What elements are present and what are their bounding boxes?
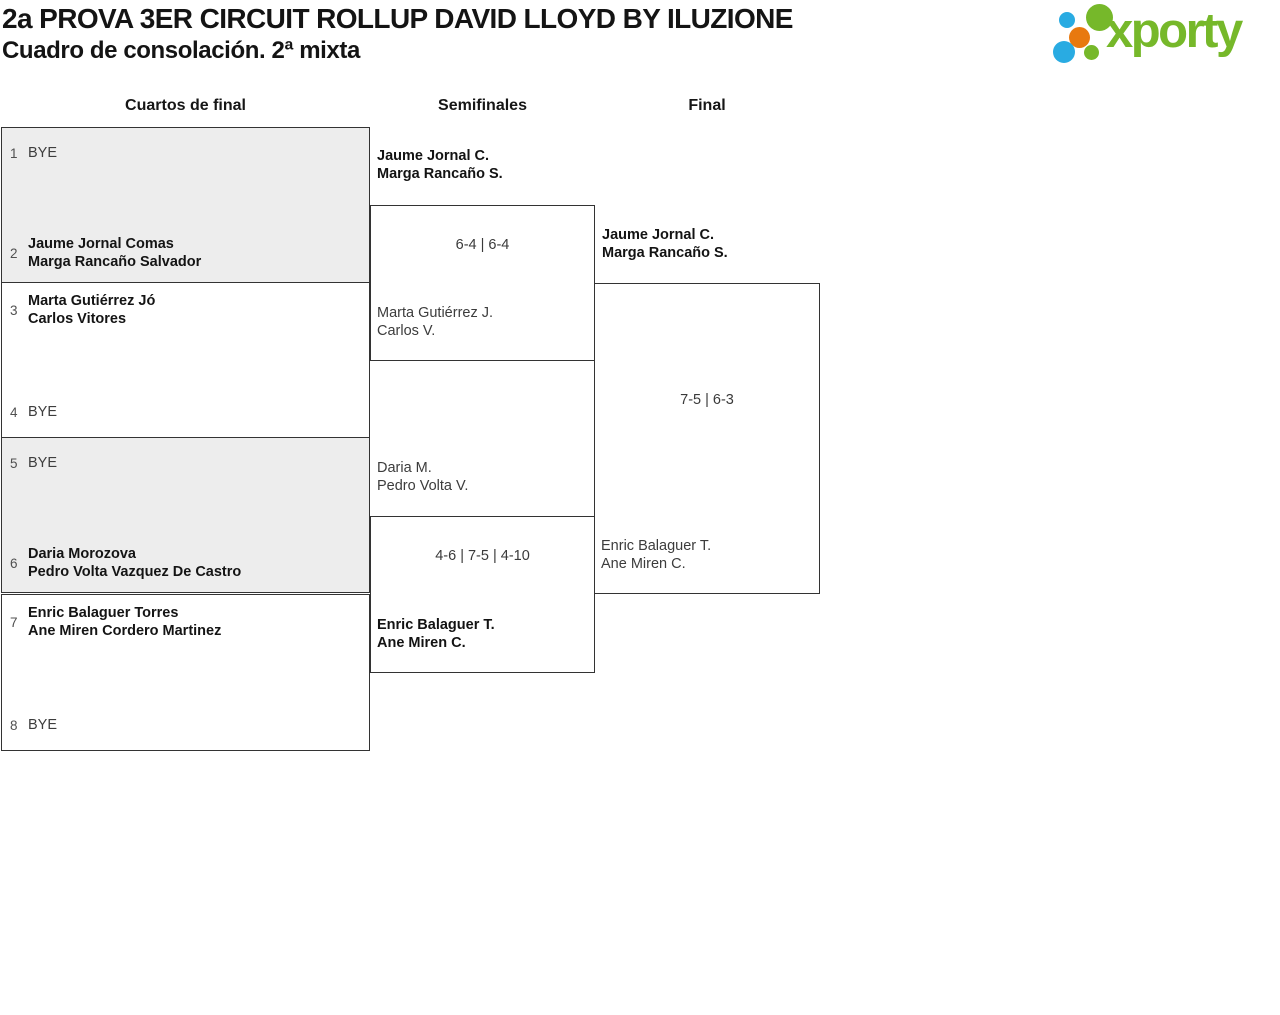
player-name: Carlos Vitores [28, 311, 127, 327]
match-qf3[interactable]: 5 BYE 6 Daria Morozova Pedro Volta Vazqu… [1, 437, 370, 593]
logo-dot-green-small-icon [1084, 45, 1099, 60]
player-name: Jaume Jornal C. [377, 148, 490, 164]
advancing-team-final-bottom: Enric Balaguer T. Ane Miren C. [601, 537, 711, 573]
team-name: Marta Gutiérrez Jó Carlos Vitores [28, 292, 155, 328]
advancing-team-sf1-bottom: Marta Gutiérrez J. Carlos V. [377, 304, 493, 340]
player-name: Marga Rancaño Salvador [28, 254, 202, 270]
bracket-entry-seed4: 4 BYE [2, 404, 369, 420]
bye-label: BYE [28, 145, 58, 161]
bracket-entry-seed5: 5 BYE [2, 455, 369, 471]
player-name: Carlos V. [377, 323, 436, 339]
advancing-team-sf2-bottom: Enric Balaguer T. Ane Miren C. [377, 616, 495, 652]
logo-dot-blue-small-icon [1059, 12, 1075, 28]
player-name: Marga Rancaño S. [602, 245, 728, 261]
match-sf1[interactable]: 6-4 | 6-4 Marta Gutiérrez J. Carlos V. [370, 205, 595, 361]
team-name: Enric Balaguer Torres Ane Miren Cordero … [28, 604, 221, 640]
tournament-title: 2a PROVA 3ER CIRCUIT ROLLUP DAVID LLOYD … [2, 3, 793, 34]
player-name: Ane Miren C. [377, 635, 466, 651]
player-name: Pedro Volta Vazquez De Castro [28, 564, 242, 580]
player-name: Marta Gutiérrez J. [377, 305, 494, 321]
round-header-semifinals: Semifinales [438, 97, 527, 114]
player-name: Daria M. [377, 460, 432, 476]
logo-dot-blue-large-icon [1053, 41, 1075, 63]
bracket-entry-seed1: 1 BYE [2, 145, 369, 161]
advancing-team-sf2-top: Daria M. Pedro Volta V. [377, 459, 468, 495]
bye-label: BYE [28, 717, 58, 733]
match-score-sf1: 6-4 | 6-4 [455, 237, 510, 253]
seed-number: 2 [10, 245, 18, 261]
bracket-entry-seed8: 8 BYE [2, 717, 369, 733]
player-name: Marga Rancaño S. [377, 166, 503, 182]
seed-number: 1 [10, 145, 18, 161]
advancing-team-sf1-top: Jaume Jornal C. Marga Rancaño S. [377, 147, 503, 183]
match-score-sf2: 4-6 | 7-5 | 4-10 [435, 548, 530, 564]
match-final[interactable]: 7-5 | 6-3 Enric Balaguer T. Ane Miren C. [594, 283, 820, 594]
bracket-entry-seed7: 7 Enric Balaguer Torres Ane Miren Corder… [2, 604, 369, 640]
bracket-entry-seed2: 2 Jaume Jornal Comas Marga Rancaño Salva… [2, 235, 369, 271]
seed-number: 5 [10, 455, 18, 471]
player-name: Enric Balaguer T. [377, 617, 495, 633]
seed-number: 4 [10, 404, 18, 420]
player-name: Jaume Jornal C. [602, 227, 715, 243]
player-name: Daria Morozova [28, 546, 136, 562]
player-name: Jaume Jornal Comas [28, 236, 174, 252]
player-name: Enric Balaguer Torres [28, 605, 179, 621]
xporty-logo[interactable]: xporty [1050, 0, 1280, 72]
match-sf2[interactable]: 4-6 | 7-5 | 4-10 Enric Balaguer T. Ane M… [370, 516, 595, 673]
seed-number: 7 [10, 614, 18, 630]
player-name: Ane Miren C. [601, 556, 686, 572]
match-score-final: 7-5 | 6-3 [680, 392, 734, 408]
logo-dot-orange-icon [1069, 27, 1090, 48]
player-name: Marta Gutiérrez Jó [28, 293, 156, 309]
seed-number: 8 [10, 717, 18, 733]
player-name: Pedro Volta V. [377, 478, 469, 494]
player-name: Enric Balaguer T. [601, 538, 712, 554]
advancing-team-final-top: Jaume Jornal C. Marga Rancaño S. [602, 226, 728, 262]
bye-label: BYE [28, 455, 58, 471]
match-qf4[interactable]: 7 Enric Balaguer Torres Ane Miren Corder… [1, 594, 370, 751]
team-name: Jaume Jornal Comas Marga Rancaño Salvado… [28, 235, 201, 271]
player-name: Ane Miren Cordero Martinez [28, 623, 222, 639]
bracket-subtitle: Cuadro de consolación. 2ª mixta [2, 37, 360, 64]
round-header-quarterfinals: Cuartos de final [125, 97, 246, 114]
match-qf1[interactable]: 1 BYE 2 Jaume Jornal Comas Marga Rancaño… [1, 127, 370, 283]
bracket-entry-seed6: 6 Daria Morozova Pedro Volta Vazquez De … [2, 545, 369, 581]
logo-dot-green-large-icon [1086, 4, 1113, 31]
team-name: Daria Morozova Pedro Volta Vazquez De Ca… [28, 545, 241, 581]
seed-number: 3 [10, 302, 18, 318]
bracket-entry-seed3: 3 Marta Gutiérrez Jó Carlos Vitores [2, 292, 369, 328]
bye-label: BYE [28, 404, 58, 420]
match-qf2[interactable]: 3 Marta Gutiérrez Jó Carlos Vitores 4 BY… [1, 282, 370, 438]
seed-number: 6 [10, 555, 18, 571]
logo-wordmark: xporty [1106, 4, 1243, 58]
round-header-final: Final [688, 97, 726, 114]
